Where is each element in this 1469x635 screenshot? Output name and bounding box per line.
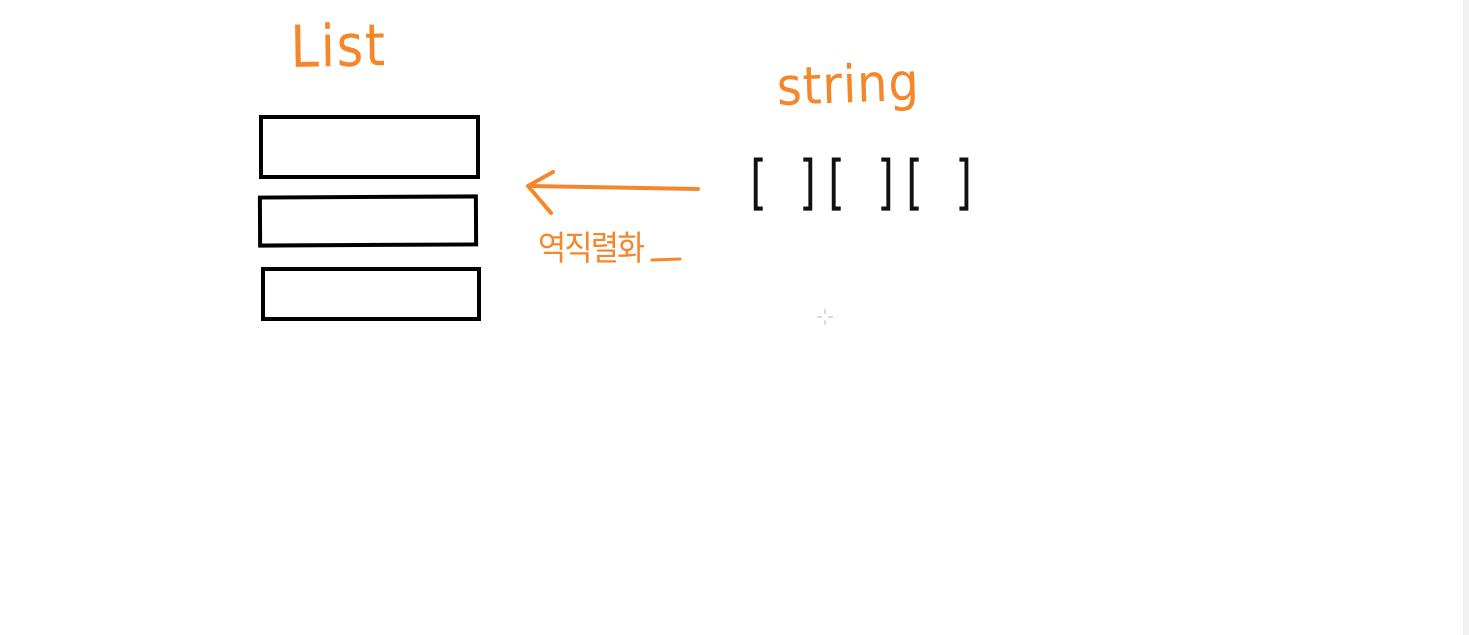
list-item-box — [259, 115, 480, 179]
left-arrow-icon — [526, 170, 700, 215]
string-label: string — [775, 52, 921, 118]
list-item-box — [261, 267, 481, 321]
string-brackets: [ ][ ][ ] — [744, 148, 979, 218]
deserialize-label: 역직렬화 — [538, 229, 645, 269]
list-item-box — [257, 194, 479, 248]
crosshair-cursor-icon — [817, 309, 833, 325]
list-label: List — [289, 11, 388, 81]
underline-stroke — [650, 257, 682, 262]
window-edge — [1463, 0, 1469, 635]
